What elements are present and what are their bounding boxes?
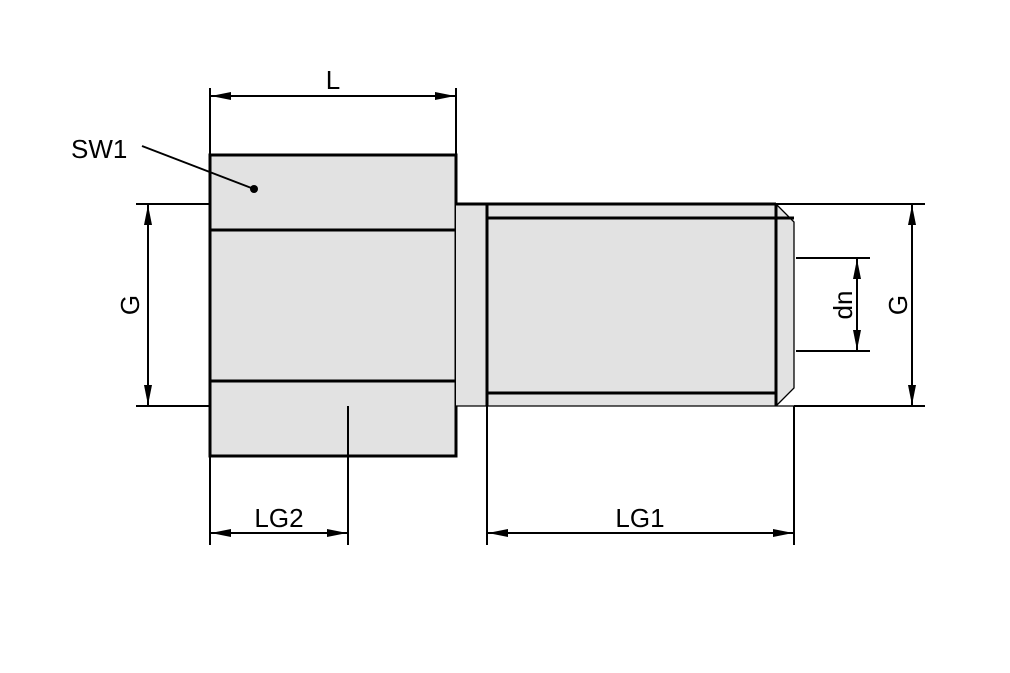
label-G-right: G bbox=[883, 295, 913, 315]
threaded-shank bbox=[485, 202, 795, 407]
dimension-LG1: LG1 bbox=[486, 406, 795, 545]
leader-SW1: SW1 bbox=[71, 134, 258, 193]
hex-nut-body bbox=[208, 153, 458, 458]
dimension-dn: dn bbox=[796, 257, 870, 352]
label-G-left: G bbox=[115, 295, 145, 315]
label-SW1: SW1 bbox=[71, 134, 127, 164]
dimension-G-left: G bbox=[115, 203, 210, 407]
dimension-L: L bbox=[209, 65, 457, 155]
thread-chamfer bbox=[775, 203, 795, 407]
dimension-LG2: LG2 bbox=[209, 406, 349, 545]
dimension-G-right: G bbox=[776, 203, 925, 407]
label-dn: dn bbox=[828, 291, 858, 320]
label-L: L bbox=[326, 65, 340, 95]
neck-section bbox=[456, 202, 487, 407]
label-LG2: LG2 bbox=[254, 503, 303, 533]
label-LG1: LG1 bbox=[615, 503, 664, 533]
